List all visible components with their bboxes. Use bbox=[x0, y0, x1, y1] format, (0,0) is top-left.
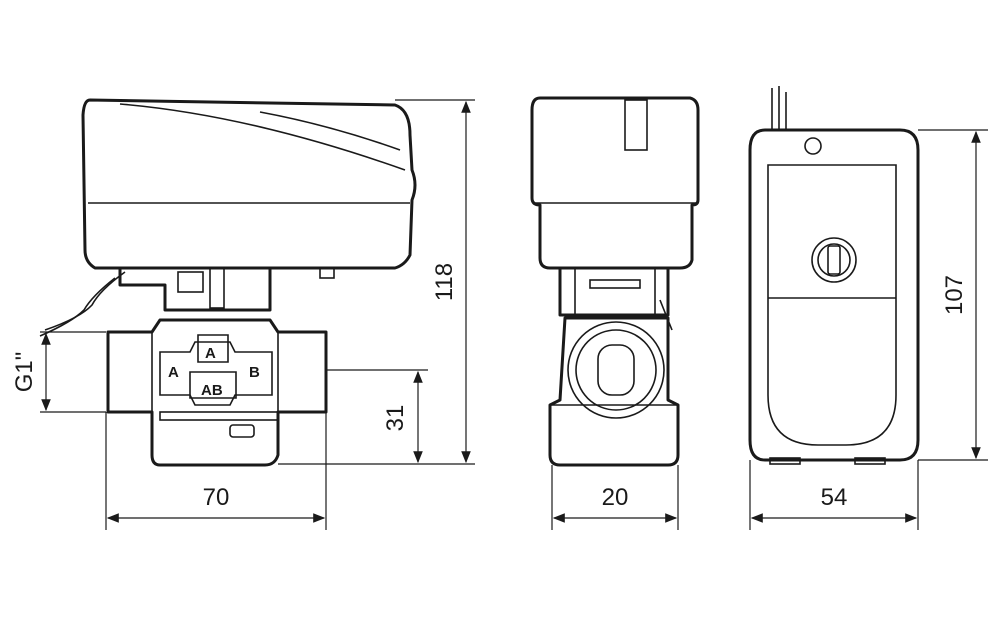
dim-height-actuator: 107 bbox=[941, 275, 968, 315]
port-label-top: A bbox=[205, 345, 216, 362]
side-dimensions: 20 bbox=[551, 465, 679, 530]
port-label-right: B bbox=[249, 364, 260, 381]
side-view bbox=[530, 96, 700, 467]
dim-depth-actuator: 54 bbox=[821, 484, 848, 511]
dim-height-total: 118 bbox=[431, 263, 458, 301]
cable-front bbox=[44, 271, 126, 331]
actuator-neck-front bbox=[118, 266, 272, 312]
cable-top bbox=[771, 86, 787, 130]
top-view bbox=[748, 86, 920, 465]
top-dimensions: 54 107 bbox=[749, 129, 988, 530]
front-dimensions: 70 G1" 31 118 bbox=[11, 99, 475, 530]
actuator-neck-side bbox=[558, 266, 670, 317]
actuator-housing-top bbox=[748, 128, 920, 462]
valve-body-side bbox=[548, 316, 680, 467]
front-view: A A B AB bbox=[39, 98, 417, 467]
port-label-bottom: AB bbox=[201, 382, 223, 399]
dim-width-side: 20 bbox=[602, 484, 629, 511]
actuator-housing-front bbox=[81, 98, 417, 270]
dim-thread: G1" bbox=[11, 352, 38, 393]
dim-width-front: 70 bbox=[203, 484, 230, 511]
dim-height-port: 31 bbox=[382, 405, 409, 432]
actuator-housing-side bbox=[530, 96, 700, 270]
port-label-left: A bbox=[168, 364, 179, 381]
